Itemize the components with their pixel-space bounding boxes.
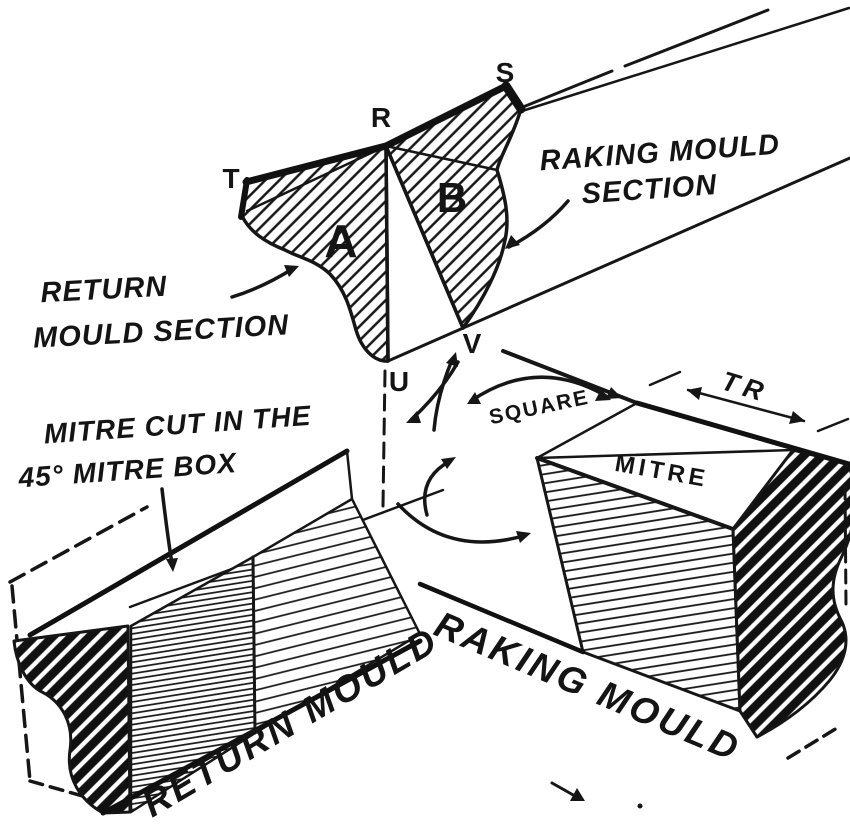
tr-extension-tick-left (648, 370, 682, 387)
raking-mould-block: TR MITRE RAKING MOULD (417, 366, 850, 809)
point-label-s: S (496, 57, 515, 88)
return-hidden-bottom-dashed (28, 779, 88, 799)
return-section-label: RETURN MOULD SECTION (32, 271, 290, 355)
curved-arrow-to-dashed-line (409, 360, 460, 422)
square-arc-left-arrowhead-icon (467, 392, 481, 404)
return-back-arris (27, 448, 350, 638)
return-hidden-left-dashed (10, 584, 32, 783)
return-mould-section-shape (240, 144, 390, 363)
return-square-edge (345, 449, 354, 501)
return-section-label-line1: RETURN (40, 271, 168, 310)
mitre-box-note-line1: MITRE CUT IN THE (43, 400, 313, 450)
raking-profile-end-face (731, 448, 850, 739)
raking-mitre-line (535, 456, 735, 531)
curved-arrow-to-block-head-icon (516, 531, 531, 543)
mitre-dashed-line (381, 369, 387, 508)
point-label-r: R (371, 102, 391, 133)
raking-back-arris (634, 400, 850, 467)
raking-section-label-line2: SECTION (580, 169, 718, 210)
mitre-box-note-line2: 45° MITRE BOX (16, 447, 239, 493)
mould-sections-view: T R S U V A B RAKING MOULD SECTION RETUR… (32, 6, 850, 397)
return-profile-top-edge (12, 624, 130, 643)
square-arc-arrow (469, 375, 608, 403)
raking-mould-section-shape (384, 84, 523, 330)
curved-arrow-to-v (432, 358, 454, 432)
tr-extension-tick-right (816, 417, 850, 433)
mitre-face-label: MITRE (613, 450, 711, 493)
return-section-label-line2: MOULD SECTION (32, 309, 290, 354)
curved-arrow-to-block (396, 502, 525, 544)
return-mitre-arris (251, 555, 257, 735)
stray-dot (637, 803, 643, 809)
curved-arrow-to-v-head-icon (446, 352, 458, 367)
curved-arrow-up-head-icon (441, 457, 456, 469)
point-label-u: U (389, 366, 409, 397)
tr-dimension-line (686, 388, 806, 423)
stray-arrow-shaft (550, 781, 577, 798)
raking-top-arris-line2 (623, 8, 770, 68)
v-projection-arrowhead-icon (606, 387, 622, 399)
region-label-b: B (437, 174, 467, 221)
top-edge-t-r-s (242, 82, 510, 186)
tr-right-arrowhead-icon (789, 411, 805, 424)
square-arc-right-arrowhead-icon (595, 389, 611, 401)
raking-upper-edge-line (520, 6, 850, 113)
square-label: SQUARE (487, 386, 591, 430)
point-label-v: V (463, 328, 482, 359)
end-cap-t (238, 177, 250, 220)
raking-section-arrow (507, 199, 570, 249)
mitre-box-note-arrowhead-icon (166, 558, 178, 572)
end-cap-s (501, 81, 526, 114)
tr-dimension-label: TR (718, 366, 773, 409)
line-r-v (384, 144, 465, 330)
stray-arrowhead-icon (570, 788, 585, 801)
raking-front-arris (535, 448, 795, 460)
return-section-arrow (230, 266, 296, 299)
raking-section-arrowhead-icon (505, 235, 520, 249)
tr-left-arrowhead-icon (687, 387, 702, 400)
raking-top-arris-line (521, 69, 614, 109)
mitre-box-note-arrow (160, 487, 174, 566)
raking-section-label-line1: RAKING MOULD (539, 129, 781, 178)
line-r-u (384, 144, 390, 363)
raking-hidden-bottom-dashed (786, 726, 839, 760)
region-label-a: A (324, 215, 357, 267)
return-hidden-top-dashed (8, 505, 149, 584)
raking-hidden-edge-dashed (843, 484, 848, 608)
raking-square-edge (535, 401, 639, 460)
return-profile-end-face (12, 624, 132, 815)
curved-arrow-up (422, 459, 452, 517)
curved-arrow-to-dashed-line-head-icon (406, 411, 421, 423)
fascia-line-b (384, 144, 499, 172)
return-mould-block: RETURN MOULD (8, 448, 446, 825)
fascia-line-a (245, 144, 388, 213)
return-bottom-arris (100, 638, 423, 816)
raking-section-label: RAKING MOULD SECTION (539, 129, 781, 211)
raking-bottom-arris-extension (417, 581, 586, 655)
point-label-t: T (222, 163, 239, 194)
return-section-arrowhead-icon (284, 265, 299, 277)
